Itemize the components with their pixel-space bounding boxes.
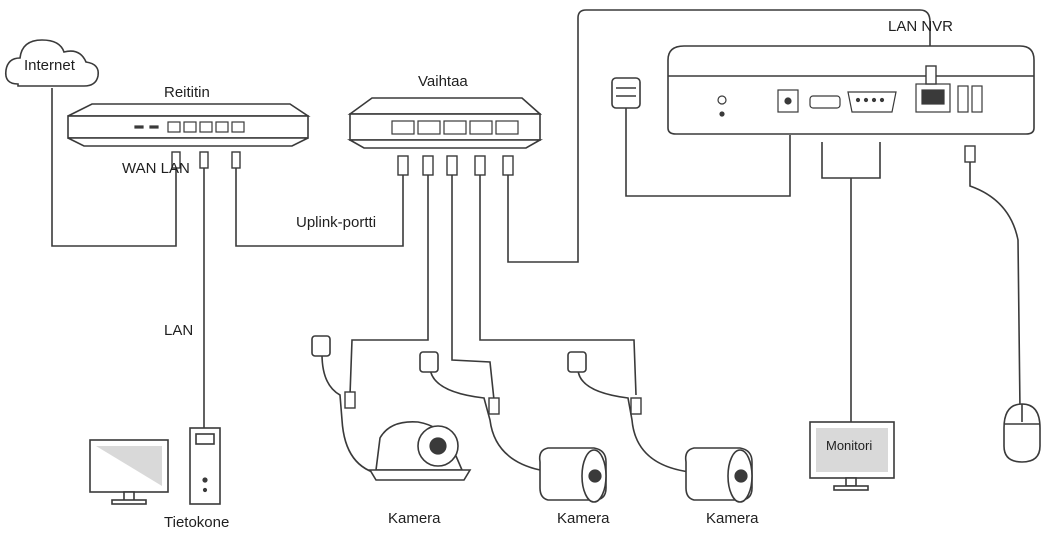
monitor-icon xyxy=(809,421,895,491)
wan-lan-label: WAN LAN xyxy=(122,160,190,177)
router-label: Reititin xyxy=(164,84,210,101)
computer-monitor-icon xyxy=(89,439,169,505)
computer-label: Tietokone xyxy=(164,514,230,531)
mouse-icon xyxy=(964,145,1041,463)
cable-nvr-mouse xyxy=(969,160,1021,411)
camera2-label: Kamera xyxy=(557,510,610,527)
camera1-label: Kamera xyxy=(388,510,441,527)
cable-nvr-monitor xyxy=(821,142,881,428)
camera3-icon xyxy=(567,351,753,503)
camera2-icon xyxy=(419,351,607,503)
cable-camera3-power xyxy=(577,369,691,473)
cable-switch-camera1 xyxy=(349,175,429,396)
monitor-label: Monitori xyxy=(826,438,873,453)
lan-nvr-label: LAN NVR xyxy=(888,18,954,35)
uplink-label: Uplink-portti xyxy=(296,214,377,231)
cable-camera2-power xyxy=(429,367,541,471)
lan-label: LAN xyxy=(164,322,194,339)
computer-tower-icon xyxy=(189,427,221,505)
cable-camera1-power xyxy=(321,353,386,476)
cable-router-switch xyxy=(235,168,404,247)
cable-internet-wan xyxy=(51,88,177,247)
cable-switch-camera3 xyxy=(479,175,637,396)
cable-switch-camera2 xyxy=(451,175,495,401)
camera1-icon xyxy=(311,335,472,481)
internet-cloud-icon xyxy=(4,39,100,87)
switch-label: Vaihtaa xyxy=(418,73,468,90)
internet-label: Internet xyxy=(24,57,75,74)
nvr-icon xyxy=(667,45,1035,135)
router-icon xyxy=(67,103,311,169)
cable-nvr-power xyxy=(625,108,791,197)
switch-icon xyxy=(346,97,544,176)
cables xyxy=(51,9,1021,476)
cable-switch-nvr xyxy=(507,9,931,263)
camera3-label: Kamera xyxy=(706,510,759,527)
nvr-power-adapter-icon xyxy=(611,77,641,109)
